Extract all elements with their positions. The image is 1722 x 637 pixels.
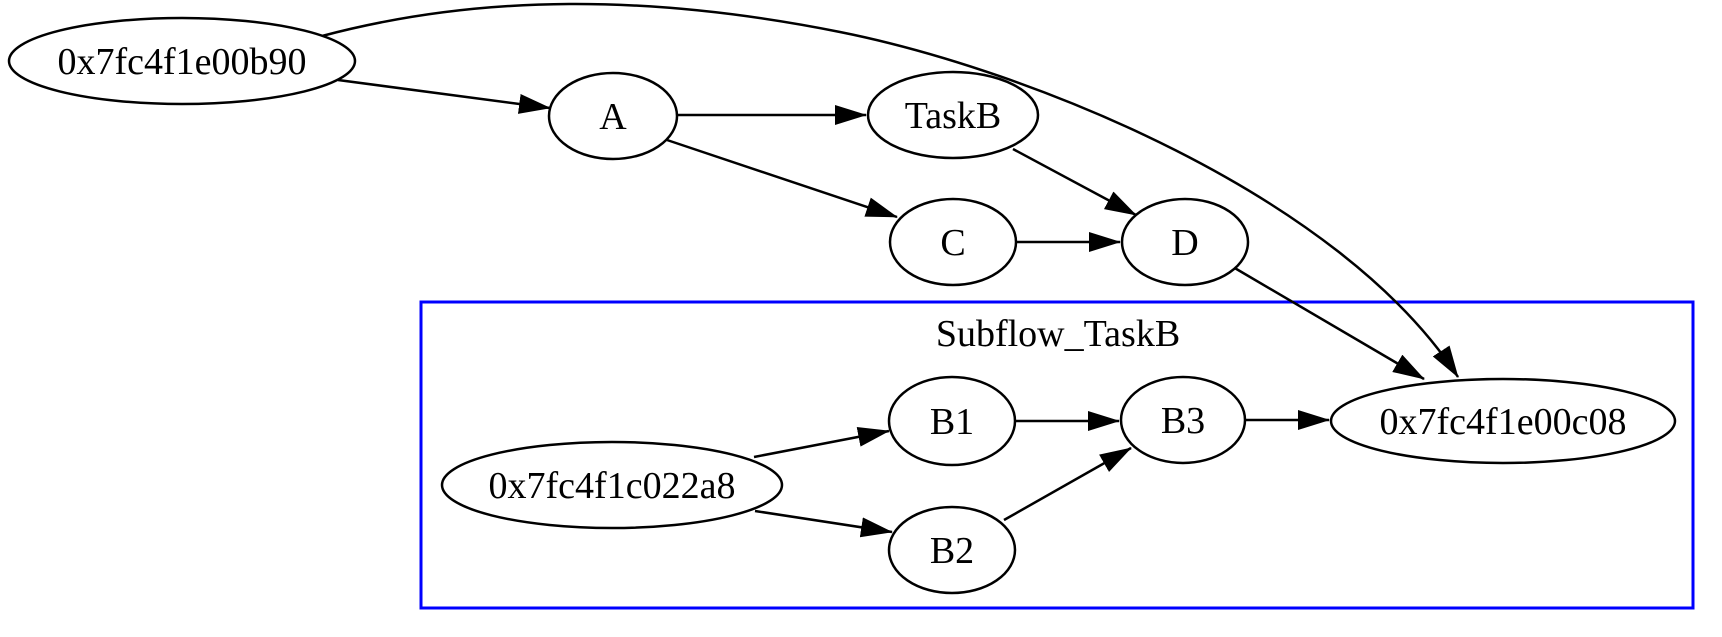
node-0x7fc4f1e00b90-label: 0x7fc4f1e00b90 [57,41,306,83]
node-B2: B2 [887,505,1017,595]
node-A: A [547,71,679,161]
node-0x7fc4f1e00c08: 0x7fc4f1e00c08 [1329,377,1677,465]
edge-0x7fc4f1e00b90-A [337,78,551,114]
node-C-shape [888,197,1018,287]
edge-0x7fc4f1c022a8-B1 [753,427,890,459]
subflow-cluster-border [419,300,1695,610]
node-TaskB: TaskB [866,70,1040,160]
node-0x7fc4f1c022a8-shape [440,440,784,530]
node-TaskB-label: TaskB [905,95,1002,137]
node-0x7fc4f1c022a8: 0x7fc4f1c022a8 [440,440,784,530]
node-0x7fc4f1c022a8-label: 0x7fc4f1c022a8 [489,465,736,507]
edge-B2-B3 [1003,446,1132,522]
edge-D-0x7fc4f1e00c08 [1232,265,1425,381]
node-A-label: A [599,96,627,138]
node-B3: B3 [1119,375,1247,465]
node-B2-shape [887,505,1017,595]
node-0x7fc4f1e00c08-shape [1329,377,1677,465]
node-B1-label: B1 [930,401,974,443]
subflow-cluster-label: Subflow_TaskB [936,313,1180,355]
node-TaskB-shape [866,70,1040,160]
edge-A-C [666,138,898,219]
node-C-label: C [940,222,965,264]
edge-TaskB-D [1012,147,1137,217]
node-0x7fc4f1e00b90: 0x7fc4f1e00b90 [7,16,357,106]
edge-0x7fc4f1e00b90-0x7fc4f1e00c08 [321,2,1460,378]
node-B1: B1 [887,375,1017,467]
node-D: D [1120,197,1250,287]
node-D-shape [1120,197,1250,287]
node-0x7fc4f1e00b90-shape [7,16,357,106]
node-B3-shape [1119,375,1247,465]
node-D-label: D [1171,222,1198,264]
node-A-shape [547,71,679,161]
node-B3-label: B3 [1161,400,1205,442]
edge-layer [321,2,1460,538]
node-B1-shape [887,375,1017,467]
node-B2-label: B2 [930,530,974,572]
node-C: C [888,197,1018,287]
edge-0x7fc4f1c022a8-B2 [754,509,893,538]
node-0x7fc4f1e00c08-label: 0x7fc4f1e00c08 [1380,401,1627,443]
